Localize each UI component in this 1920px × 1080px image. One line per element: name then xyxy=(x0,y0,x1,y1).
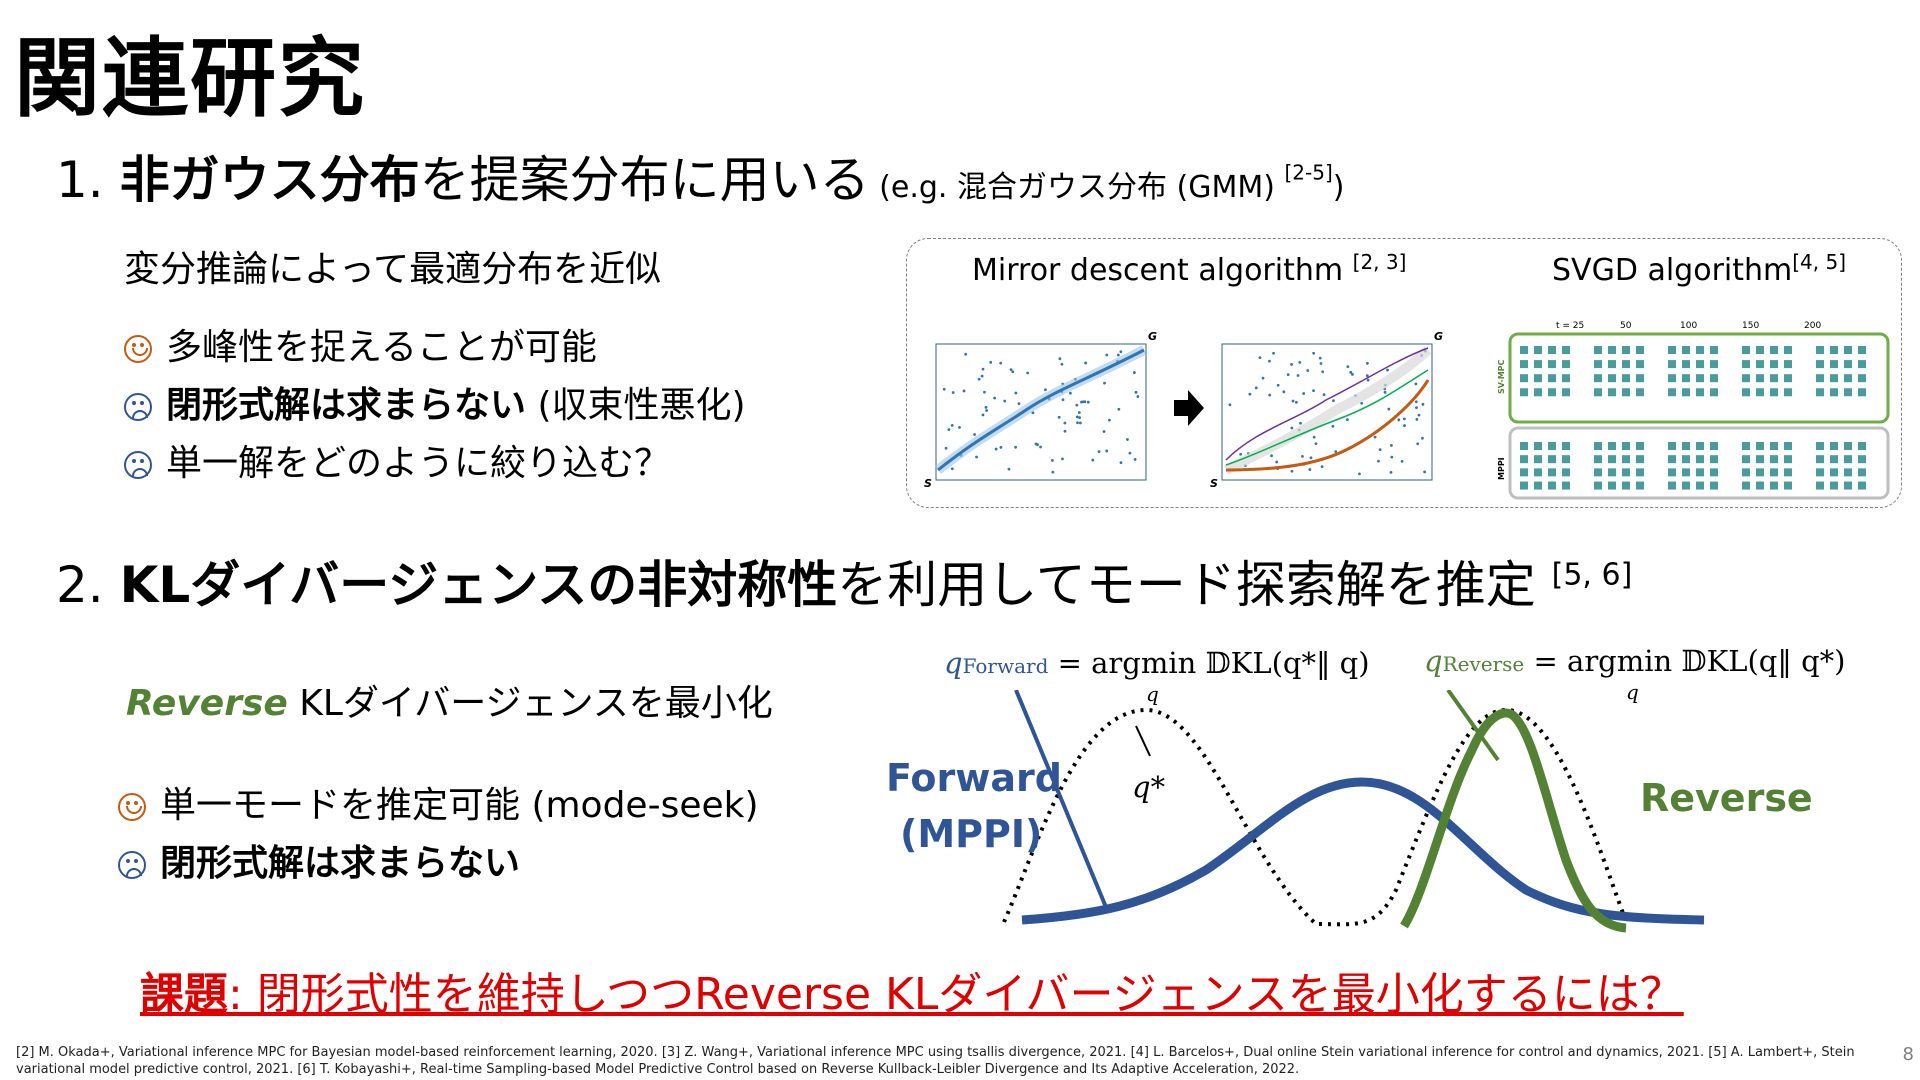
item1-rest: を提案分布に用いる xyxy=(419,151,870,209)
svg-text:200: 200 xyxy=(1804,321,1821,331)
mirror-descent-panel-2: S G xyxy=(1210,330,1443,490)
reverse-distribution-curve xyxy=(1400,708,1627,933)
references: [2] M. Okada+, Variational inference MPC… xyxy=(16,1045,1855,1077)
svg-text:S: S xyxy=(1210,477,1218,490)
issue-statement: 課題: 閉形式性を維持しつつReverse KLダイバージェンスを最小化するには… xyxy=(140,969,1684,1020)
goal-label: G xyxy=(1148,330,1157,343)
item1-point-3: 単一解をどのように絞り込む？ xyxy=(124,434,670,486)
svg-text:G: G xyxy=(1434,330,1443,343)
svg-text:t = 25: t = 25 xyxy=(1556,321,1584,331)
reverse-kl-subtitle: Reverse KLダイバージェンスを最小化 xyxy=(126,683,773,724)
frown-face-icon xyxy=(124,451,152,479)
forward-label: Forward xyxy=(886,756,1062,800)
item2-heading: 2. KLダイバージェンスの非対称性を利用してモード探索解を推定 [5, 6] xyxy=(56,556,1633,614)
smile-face-icon xyxy=(124,335,152,363)
item2-ref: [5, 6] xyxy=(1551,557,1633,593)
item1-subtitle: 変分推論によって最適分布を近似 xyxy=(124,249,662,290)
kl-divergence-diagram xyxy=(1002,690,1705,933)
frown-face-icon xyxy=(118,851,146,879)
reverse-label: Reverse xyxy=(1640,776,1813,820)
arrow-right-icon xyxy=(1174,390,1204,426)
svg-text:50: 50 xyxy=(1620,321,1632,331)
svg-text:MPPI: MPPI xyxy=(1497,457,1506,480)
item2-point-2: 閉形式解は求まらない xyxy=(118,834,520,886)
item1-bold: 非ガウス分布 xyxy=(119,151,420,209)
item1-point-2: 閉形式解は求まらない (収束性悪化) xyxy=(124,376,746,428)
item1-close: ) xyxy=(1332,170,1345,205)
svg-text:150: 150 xyxy=(1742,321,1759,331)
item1-ref: [2-5] xyxy=(1284,160,1333,185)
page-number: 8 xyxy=(1902,1044,1914,1065)
forward-equation: qForward = argmin 𝔻KL(q*‖ q) xyxy=(944,646,1370,680)
slide-title: 関連研究 xyxy=(14,29,366,129)
smile-face-icon xyxy=(118,793,146,821)
mirror-descent-caption: Mirror descent algorithm [2, 3] xyxy=(972,250,1407,288)
item2-point-1: 単一モードを推定可能 (mode-seek) xyxy=(118,776,759,828)
forward-distribution-curve xyxy=(1021,777,1705,925)
forward-mppi-label: (MPPI) xyxy=(900,812,1043,856)
item1-number: 1. xyxy=(56,151,104,209)
mirror-descent-panel-1: S G xyxy=(924,330,1157,490)
frown-face-icon xyxy=(124,393,152,421)
item2-rest: を利用してモード探索解を推定 xyxy=(837,556,1552,614)
item1-point-1: 多峰性を捉えることが可能 xyxy=(124,318,597,370)
item1-heading: 1. 非ガウス分布を提案分布に用いる (e.g. 混合ガウス分布 (GMM) [… xyxy=(56,140,1344,212)
algorithm-figures: S G S G t = 25 50 100 150 200 SV-MPC MPP… xyxy=(924,321,1890,500)
svgd-panel: t = 25 50 100 150 200 SV-MPC MPPI xyxy=(1497,321,1890,500)
figure-panel xyxy=(906,238,1902,508)
reverse-equation: qReverse = argmin 𝔻KL(q‖ q*) xyxy=(1424,644,1846,678)
q-star-label: q* xyxy=(1132,770,1166,804)
svg-text:100: 100 xyxy=(1680,321,1697,331)
svgd-caption: SVGD algorithm[4, 5] xyxy=(1552,250,1847,288)
item2-bold: KLダイバージェンスの非対称性 xyxy=(119,556,838,614)
start-label: S xyxy=(924,477,932,490)
svg-text:SV-MPC: SV-MPC xyxy=(1497,359,1506,394)
item1-example: (e.g. 混合ガウス分布 (GMM) xyxy=(869,170,1285,205)
